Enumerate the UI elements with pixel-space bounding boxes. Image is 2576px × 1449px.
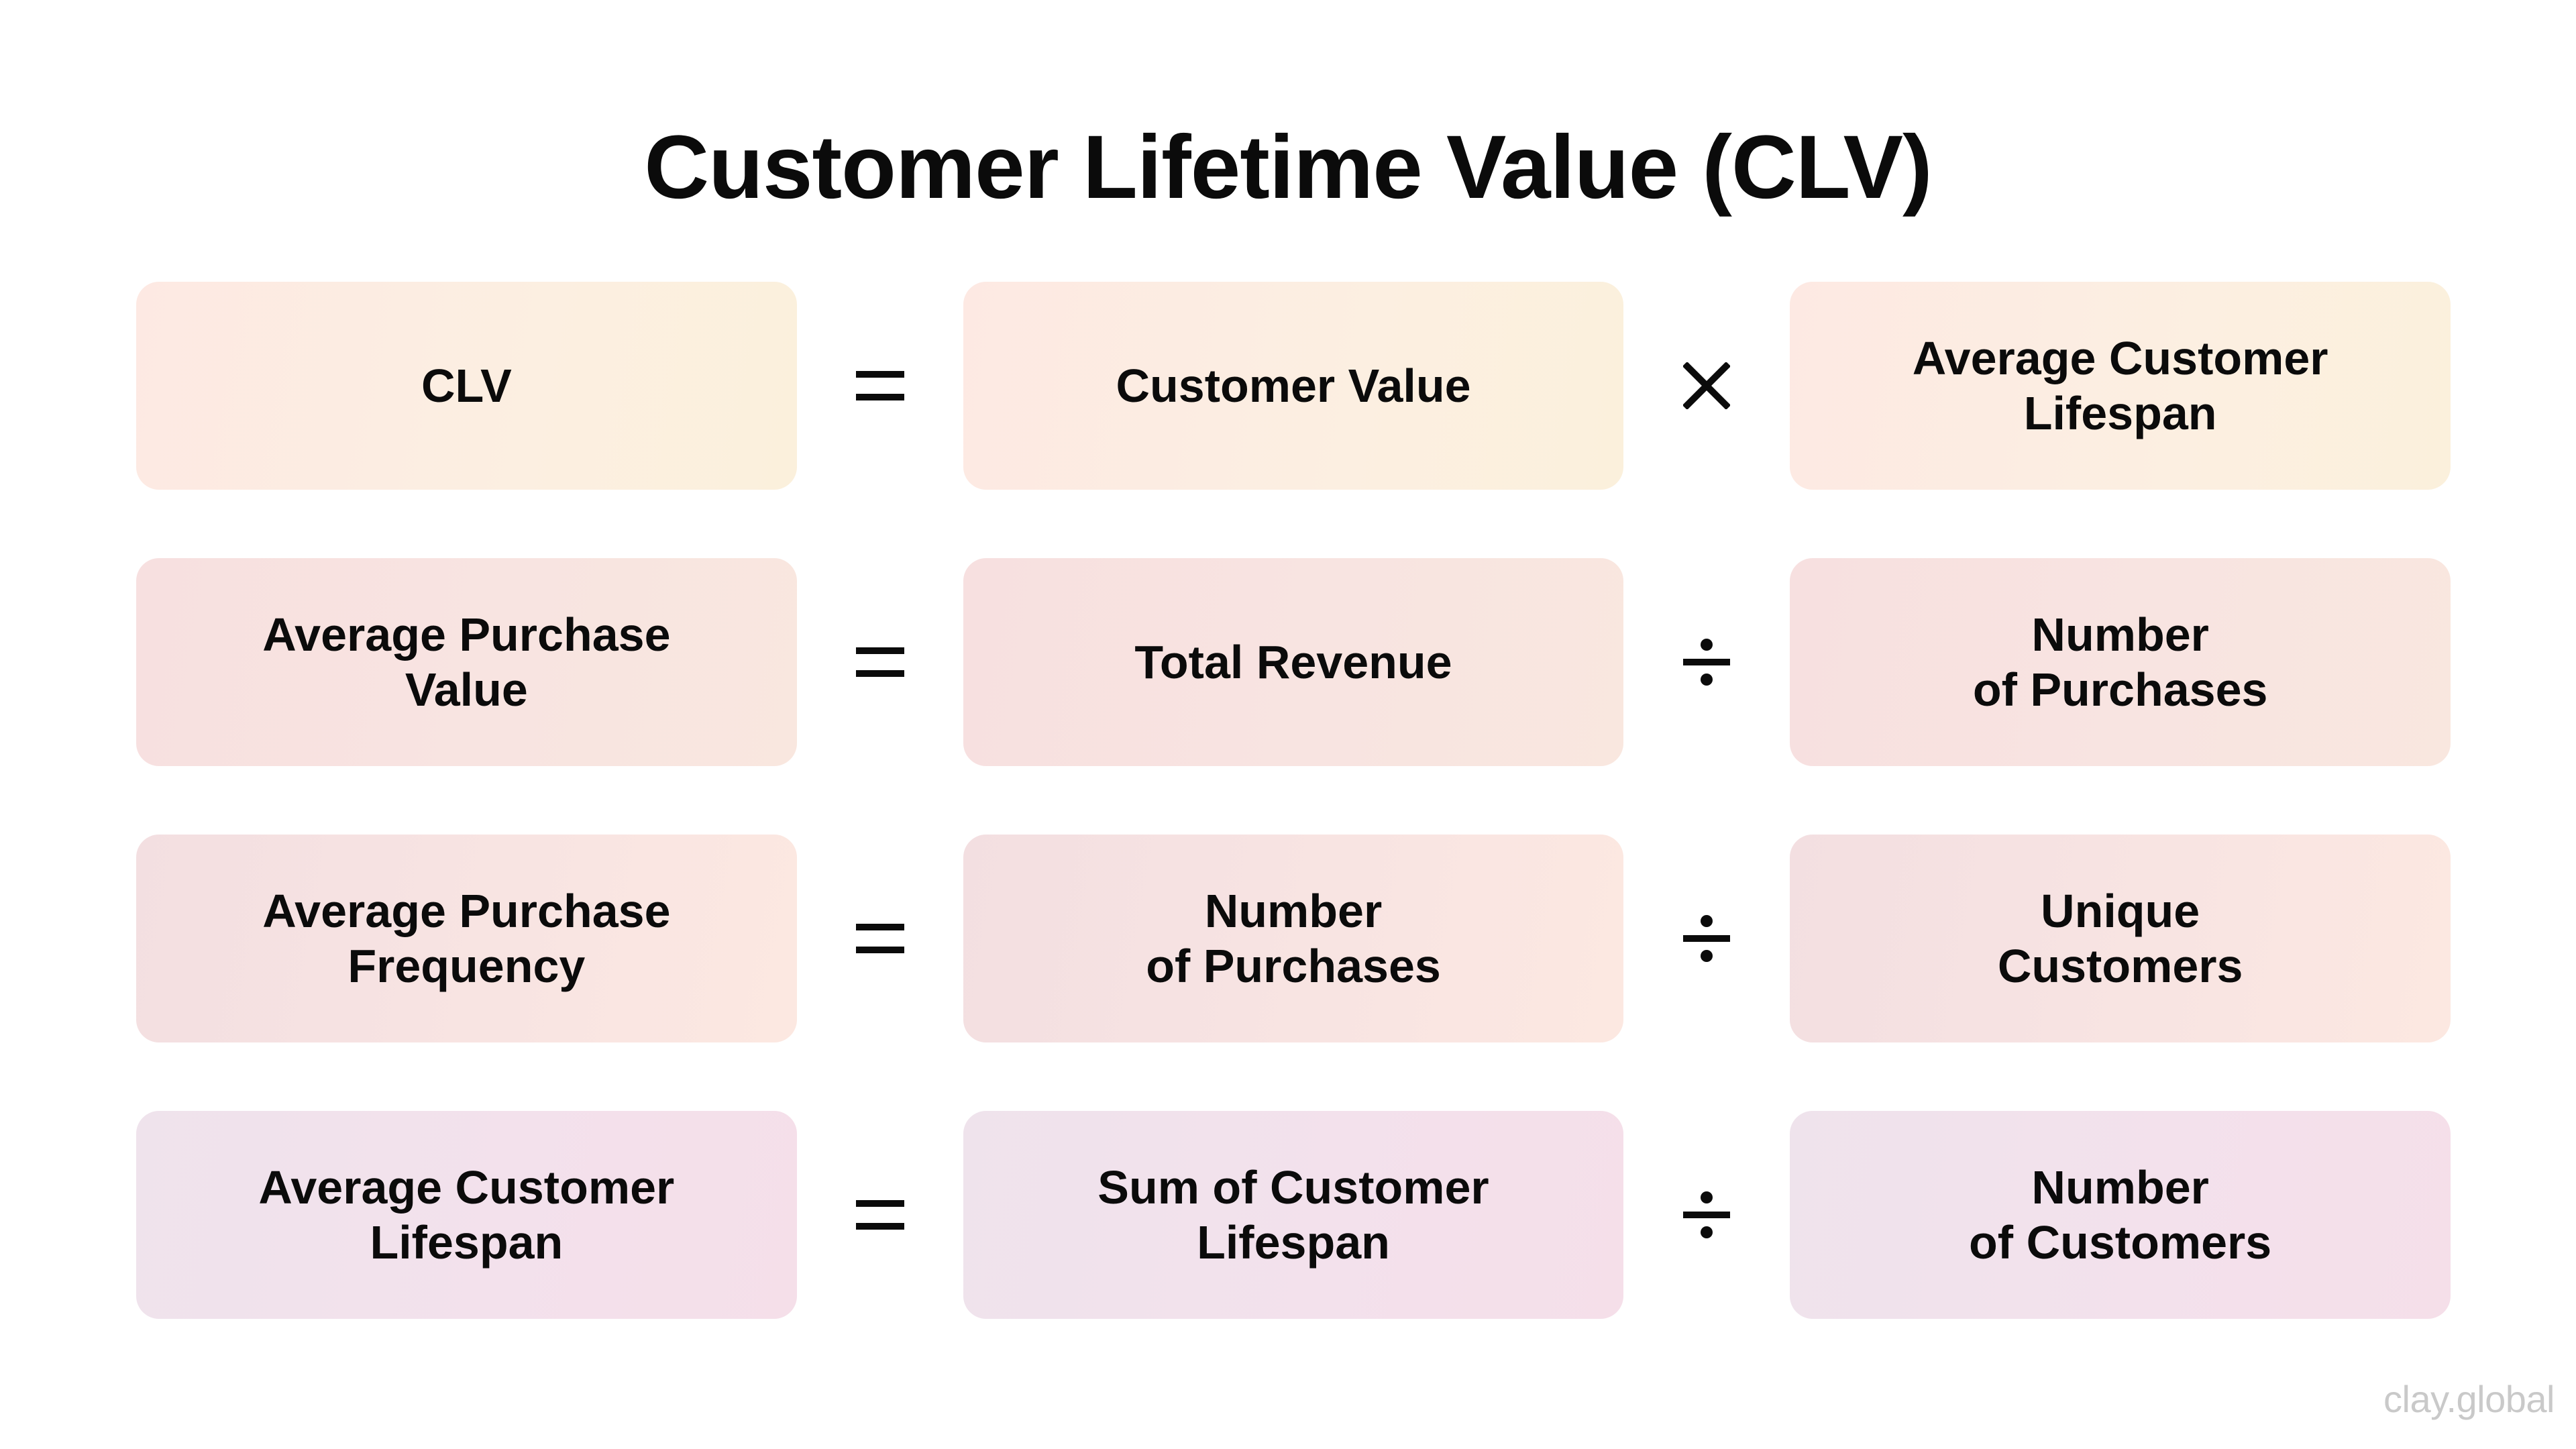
- divide-icon: [1623, 1111, 1790, 1319]
- formula-row-clv: CLV Customer Value Average Customer Life…: [136, 282, 2451, 490]
- term-box-left: Average Purchase Frequency: [136, 835, 797, 1042]
- formula-row-average-customer-lifespan: Average Customer Lifespan Sum of Custome…: [136, 1111, 2451, 1319]
- multiply-icon: [1623, 282, 1790, 490]
- equals-icon: [797, 282, 963, 490]
- term-box-middle: Total Revenue: [963, 558, 1624, 766]
- formula-row-average-purchase-frequency: Average Purchase Frequency Number of Pur…: [136, 835, 2451, 1042]
- equals-icon: [797, 558, 963, 766]
- term-box-middle: Sum of Customer Lifespan: [963, 1111, 1624, 1319]
- equals-icon: [797, 835, 963, 1042]
- term-box-left: Average Customer Lifespan: [136, 1111, 797, 1319]
- formula-row-average-purchase-value: Average Purchase Value Total Revenue Num…: [136, 558, 2451, 766]
- divide-icon: [1623, 835, 1790, 1042]
- term-box-middle: Customer Value: [963, 282, 1624, 490]
- watermark: clay.global: [2383, 1378, 2555, 1420]
- term-box-right: Number of Purchases: [1790, 558, 2451, 766]
- term-box-right: Unique Customers: [1790, 835, 2451, 1042]
- term-box-right: Average Customer Lifespan: [1790, 282, 2451, 490]
- formula-rows: CLV Customer Value Average Customer Life…: [136, 282, 2451, 1387]
- divide-icon: [1623, 558, 1790, 766]
- term-box-middle: Number of Purchases: [963, 835, 1624, 1042]
- term-box-right: Number of Customers: [1790, 1111, 2451, 1319]
- equals-icon: [797, 1111, 963, 1319]
- term-box-left: Average Purchase Value: [136, 558, 797, 766]
- page-title: Customer Lifetime Value (CLV): [644, 117, 1932, 217]
- term-box-left: CLV: [136, 282, 797, 490]
